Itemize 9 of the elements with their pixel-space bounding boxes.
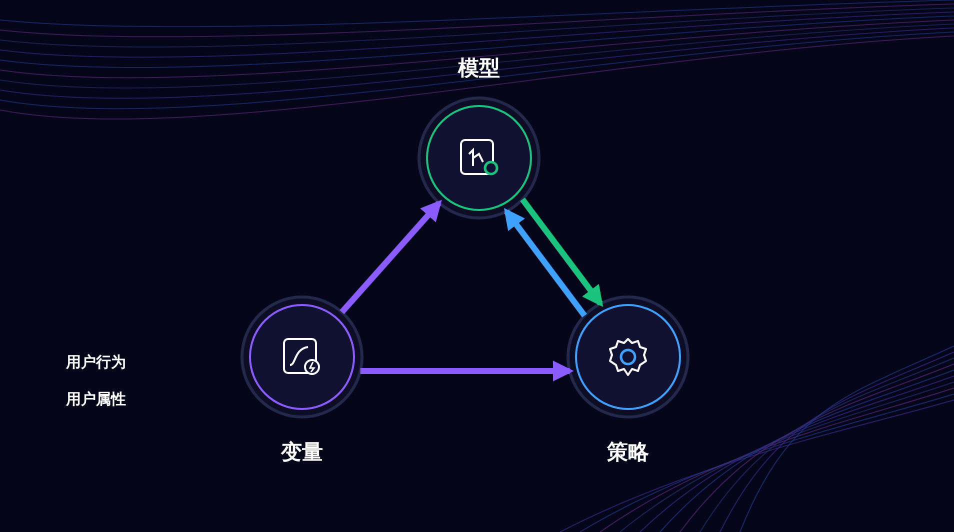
node-label: 变量 (281, 439, 323, 466)
arrow (340, 200, 442, 314)
node-label: 策略 (607, 439, 649, 466)
arrow (504, 208, 587, 318)
node-label: 模型 (458, 55, 500, 82)
arrow (360, 360, 574, 382)
side-label: 用户行为 (66, 353, 126, 372)
side-label: 用户属性 (66, 390, 126, 409)
arrow (520, 198, 604, 307)
